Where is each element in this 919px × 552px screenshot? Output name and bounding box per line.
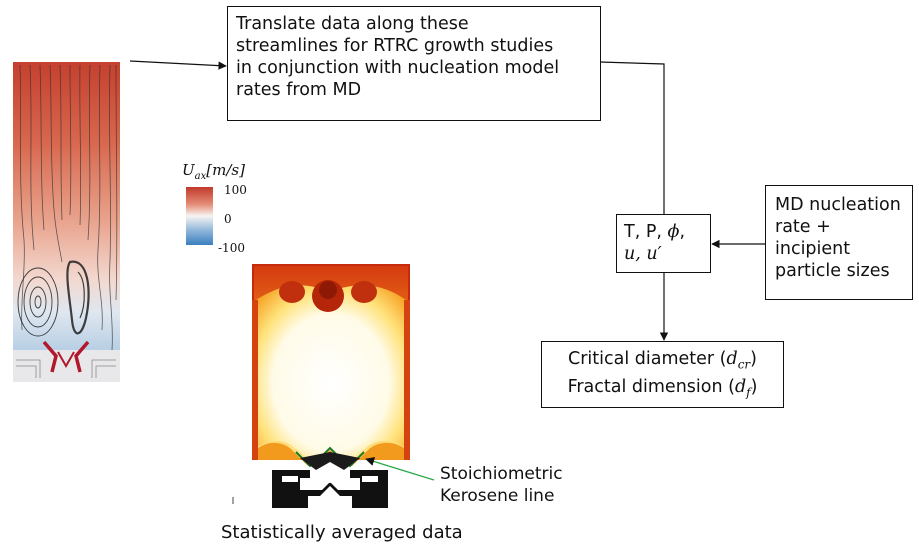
annotation-line-1: Stoichiometric <box>440 464 563 484</box>
md-line-1: MD nucleation <box>775 195 901 215</box>
colorbar-tick-min: -100 <box>218 241 245 255</box>
translate-line-2: streamlines for RTRC growth studies <box>236 36 554 56</box>
colorbar-tick-zero: 0 <box>224 212 232 226</box>
params-comma: , <box>679 222 686 242</box>
critical-diameter-line: Critical diameter (dcr) <box>542 348 783 376</box>
velocity-field-image <box>13 62 120 382</box>
fractal-dimension-label: Fractal dimension ( <box>567 376 735 397</box>
params-phi: ϕ <box>667 222 680 242</box>
colorbar-title: Uax[m/s] <box>182 161 245 182</box>
arrow-to-translate-box <box>129 60 227 70</box>
fractal-dimension-symbol: d <box>734 376 747 397</box>
colorbar-title-sub: ax <box>194 171 207 182</box>
translate-line-4: rates from MD <box>236 80 362 100</box>
critical-diameter-symbol: d <box>726 349 738 369</box>
colorbar-title-symbol: U <box>182 161 195 179</box>
fractal-dimension-sub: f <box>746 385 751 399</box>
translate-line-3: in conjunction with nucleation model <box>236 58 560 78</box>
caption: Statistically averaged data <box>221 522 463 543</box>
flame-image <box>232 264 410 508</box>
result-box: Critical diameter (dcr) Fractal dimensio… <box>541 341 784 408</box>
md-line-4: particle sizes <box>775 261 890 281</box>
colorbar-gradient <box>186 187 213 245</box>
md-nucleation-box: MD nucleation rate + incipient particle … <box>765 185 913 300</box>
params-tp: T, P, <box>624 222 668 242</box>
fractal-dimension-line: Fractal dimension (df) <box>542 376 783 404</box>
critical-diameter-label: Critical diameter ( <box>568 349 727 369</box>
stoichiometric-annotation: Stoichiometric Kerosene line <box>440 463 563 507</box>
critical-diameter-sub: cr <box>737 357 751 372</box>
annotation-line-2: Kerosene line <box>440 486 555 506</box>
params-line-1: T, P, ϕ, <box>624 221 710 243</box>
parameters-box: T, P, ϕ, u, u′ <box>616 214 711 273</box>
translate-line-1: Translate data along these <box>236 14 469 34</box>
translate-data-box: Translate data along these streamlines f… <box>227 6 601 121</box>
arrow-stoichiometric-line <box>365 457 435 481</box>
colorbar-title-unit: [m/s] <box>206 161 245 179</box>
md-line-3: incipient <box>775 239 851 259</box>
critical-diameter-close: ) <box>750 349 757 369</box>
colorbar-tick-max: 100 <box>224 183 247 197</box>
fractal-dimension-close: ) <box>750 376 758 397</box>
params-line-2: u, u′ <box>624 244 662 264</box>
connector-translate-to-params <box>599 61 665 214</box>
md-line-2: rate + <box>775 217 831 237</box>
